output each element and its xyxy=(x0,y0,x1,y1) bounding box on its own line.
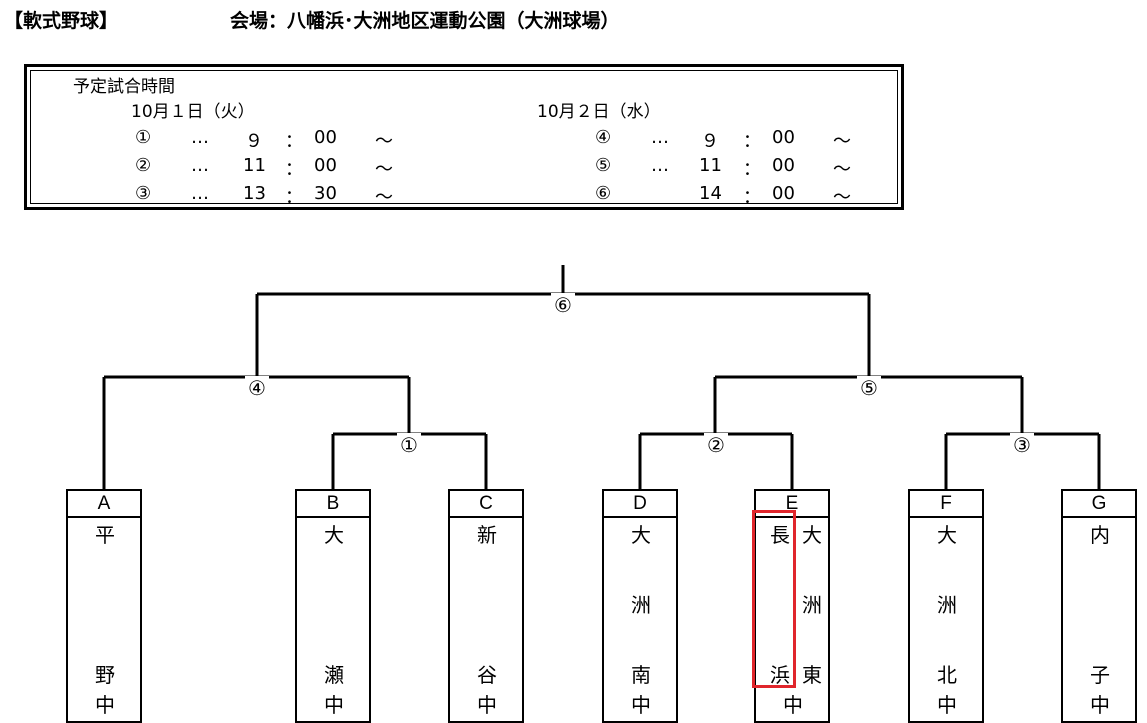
dots: … xyxy=(191,183,209,204)
game-number: ② xyxy=(135,155,152,176)
team-char: 中 xyxy=(477,693,497,717)
team-box-a: A 平 野 中 xyxy=(66,489,142,723)
match-4-label: ④ xyxy=(245,376,269,400)
colon: ： xyxy=(285,159,303,180)
team-code: A xyxy=(68,491,140,518)
schedule-inner-frame: 予定試合時間 10月１日（火） 10月２日（水） ① … ９ ： 00 ～ ② … xyxy=(30,70,898,208)
team-box-d: D 大 洲 南 中 xyxy=(602,489,678,723)
hour: 14 xyxy=(699,183,722,204)
schedule-title: 予定試合時間 xyxy=(73,77,175,97)
game-number: ⑥ xyxy=(595,183,612,204)
team-char: 瀬 xyxy=(324,663,344,687)
game-number: ⑤ xyxy=(595,155,612,176)
team-char: 大 xyxy=(324,523,344,547)
dots: … xyxy=(651,155,669,176)
team-char: 新 xyxy=(477,523,497,547)
team-box-c: C 新 谷 中 xyxy=(448,489,524,723)
final-connector xyxy=(255,265,871,377)
sport-category: 【軟式野球】 xyxy=(4,10,119,32)
highlight-box xyxy=(752,510,796,688)
team-char: 大 xyxy=(631,523,651,547)
team-code: B xyxy=(297,491,369,518)
team-char: 谷 xyxy=(477,663,497,687)
colon: ： xyxy=(285,131,303,152)
team-char: 大 xyxy=(802,523,822,547)
team-char: 中 xyxy=(937,693,957,717)
dots: … xyxy=(191,155,209,176)
hour: ９ xyxy=(245,131,263,152)
team-char: 北 xyxy=(937,663,957,687)
team-char: 平 xyxy=(95,523,115,547)
game-number: ③ xyxy=(135,183,152,204)
team-char: 内 xyxy=(1090,523,1110,547)
match-5-label: ⑤ xyxy=(857,376,881,400)
minute: 00 xyxy=(772,183,795,204)
team-char: 洲 xyxy=(802,593,822,617)
team-box-f: F 大 洲 北 中 xyxy=(908,489,984,723)
team-char: 南 xyxy=(631,663,651,687)
minute: 30 xyxy=(314,183,337,204)
tilde: ～ xyxy=(375,131,393,152)
team-code: F xyxy=(910,491,982,518)
minute: 00 xyxy=(772,155,795,176)
tilde: ～ xyxy=(375,159,393,180)
team-char: 中 xyxy=(324,693,344,717)
team-char: 東 xyxy=(802,663,822,687)
colon: ： xyxy=(285,187,303,208)
colon: ： xyxy=(743,159,761,180)
team-char: 中 xyxy=(783,693,803,717)
team-code: D xyxy=(604,491,676,518)
match-6-label: ⑥ xyxy=(551,293,575,317)
team-char: 子 xyxy=(1090,663,1110,687)
day2-label: 10月２日（水） xyxy=(537,102,661,122)
match-2-label: ② xyxy=(704,433,728,457)
team-char: 洲 xyxy=(631,593,651,617)
tilde: ～ xyxy=(833,187,851,208)
hour: 11 xyxy=(699,155,722,176)
dots: … xyxy=(651,127,669,148)
colon: ： xyxy=(743,131,761,152)
team-code: C xyxy=(450,491,522,518)
minute: 00 xyxy=(772,127,795,148)
team-code: G xyxy=(1063,491,1135,518)
team-char: 中 xyxy=(631,693,651,717)
hour: ９ xyxy=(701,131,719,152)
team-code: E xyxy=(756,491,828,518)
hour: 13 xyxy=(243,183,266,204)
team-char: 浜 xyxy=(770,663,790,687)
game-number: ④ xyxy=(595,127,612,148)
colon: ： xyxy=(743,187,761,208)
team-char: 野 xyxy=(95,663,115,687)
team-char: 長 xyxy=(770,523,790,547)
venue-title: 会場：八幡浜･大洲地区運動公園（大洲球場） xyxy=(230,10,620,32)
team-box-e: E 長 浜 大 洲 東 中 xyxy=(754,489,830,723)
day1-label: 10月１日（火） xyxy=(131,102,255,122)
team-char: 中 xyxy=(1090,693,1110,717)
team-char: 大 xyxy=(937,523,957,547)
tilde: ～ xyxy=(833,131,851,152)
team-char: 洲 xyxy=(937,593,957,617)
minute: 00 xyxy=(314,127,337,148)
hour: 11 xyxy=(243,155,266,176)
game-number: ① xyxy=(135,127,152,148)
match-3-label: ③ xyxy=(1010,433,1034,457)
team-box-g: G 内 子 中 xyxy=(1061,489,1137,723)
dots: … xyxy=(191,127,209,148)
team-char: 中 xyxy=(95,693,115,717)
tilde: ～ xyxy=(375,187,393,208)
schedule-box: 予定試合時間 10月１日（火） 10月２日（水） ① … ９ ： 00 ～ ② … xyxy=(24,64,904,210)
minute: 00 xyxy=(314,155,337,176)
tilde: ～ xyxy=(833,159,851,180)
match-1-label: ① xyxy=(397,433,421,457)
team-box-b: B 大 瀬 中 xyxy=(295,489,371,723)
